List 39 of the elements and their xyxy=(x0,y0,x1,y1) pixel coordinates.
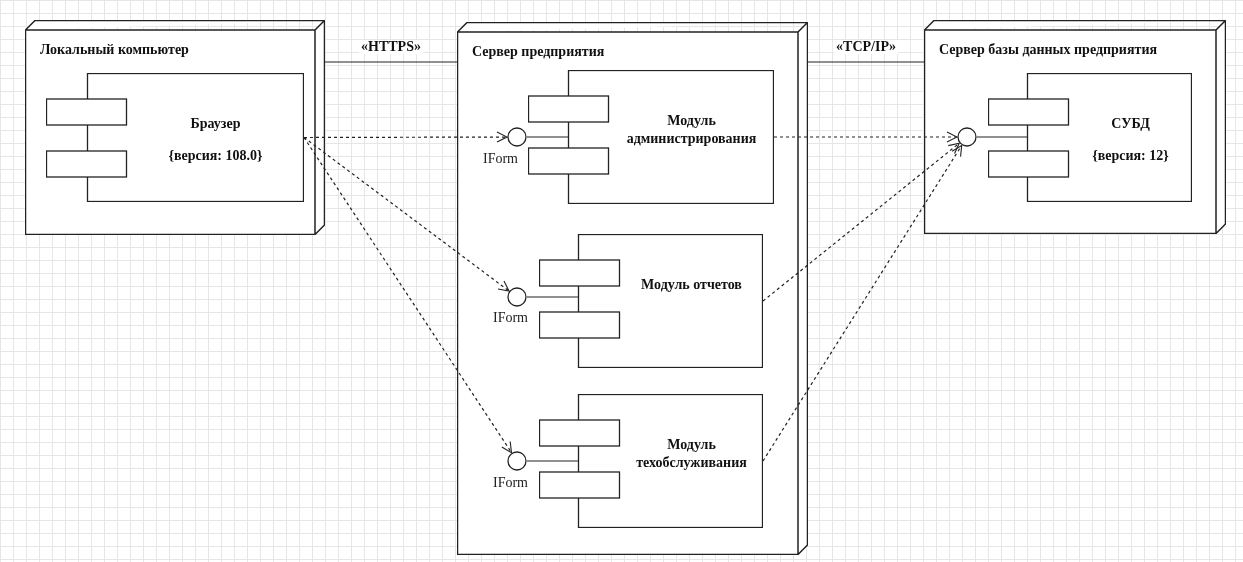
dependency-arrow xyxy=(773,131,958,143)
component-box xyxy=(539,394,763,528)
connector-line xyxy=(526,136,569,138)
interface-label: IForm xyxy=(483,152,518,166)
node-title: Локальный компьютер xyxy=(40,43,189,57)
node-title: Сервер предприятия xyxy=(472,45,605,59)
interface-circle xyxy=(507,451,527,471)
dependency-arrow xyxy=(303,136,510,292)
component-box xyxy=(528,70,774,204)
component-name: Модуль администрирования xyxy=(625,112,758,148)
deployment-node xyxy=(25,20,325,235)
component-name: Браузер xyxy=(190,115,241,133)
component-name: Модуль отчетов xyxy=(641,276,742,294)
version-text: {версия: 12} xyxy=(1092,147,1169,165)
edge-label: «HTTPS» xyxy=(359,40,423,54)
connector-line xyxy=(526,296,579,298)
interface-circle xyxy=(507,287,527,307)
component-box xyxy=(988,73,1192,202)
dependency-arrow xyxy=(762,144,963,462)
node-title: Сервер базы данных предприятия xyxy=(939,43,1158,57)
dependency-arrow xyxy=(303,136,513,454)
interface-circle xyxy=(507,127,527,147)
interface-label: IForm xyxy=(493,311,528,325)
connector-line xyxy=(976,136,1028,138)
component-box xyxy=(539,234,763,368)
deployment-node xyxy=(924,20,1226,234)
connector-line xyxy=(526,460,579,462)
component-name: Модуль техобслуживания xyxy=(635,436,748,472)
dependency-arrow xyxy=(303,131,508,143)
deployment-node xyxy=(457,22,808,555)
interface-label: IForm xyxy=(493,476,528,490)
connector-line xyxy=(807,61,925,63)
edge-label: «TCP/IP» xyxy=(834,40,898,54)
interface-circle xyxy=(957,127,977,147)
version-text: {версия: 108.0} xyxy=(168,147,263,165)
component-box xyxy=(46,73,304,202)
connector-line xyxy=(324,61,458,63)
dependency-arrow xyxy=(762,142,960,302)
component-name: СУБД xyxy=(1111,115,1150,133)
